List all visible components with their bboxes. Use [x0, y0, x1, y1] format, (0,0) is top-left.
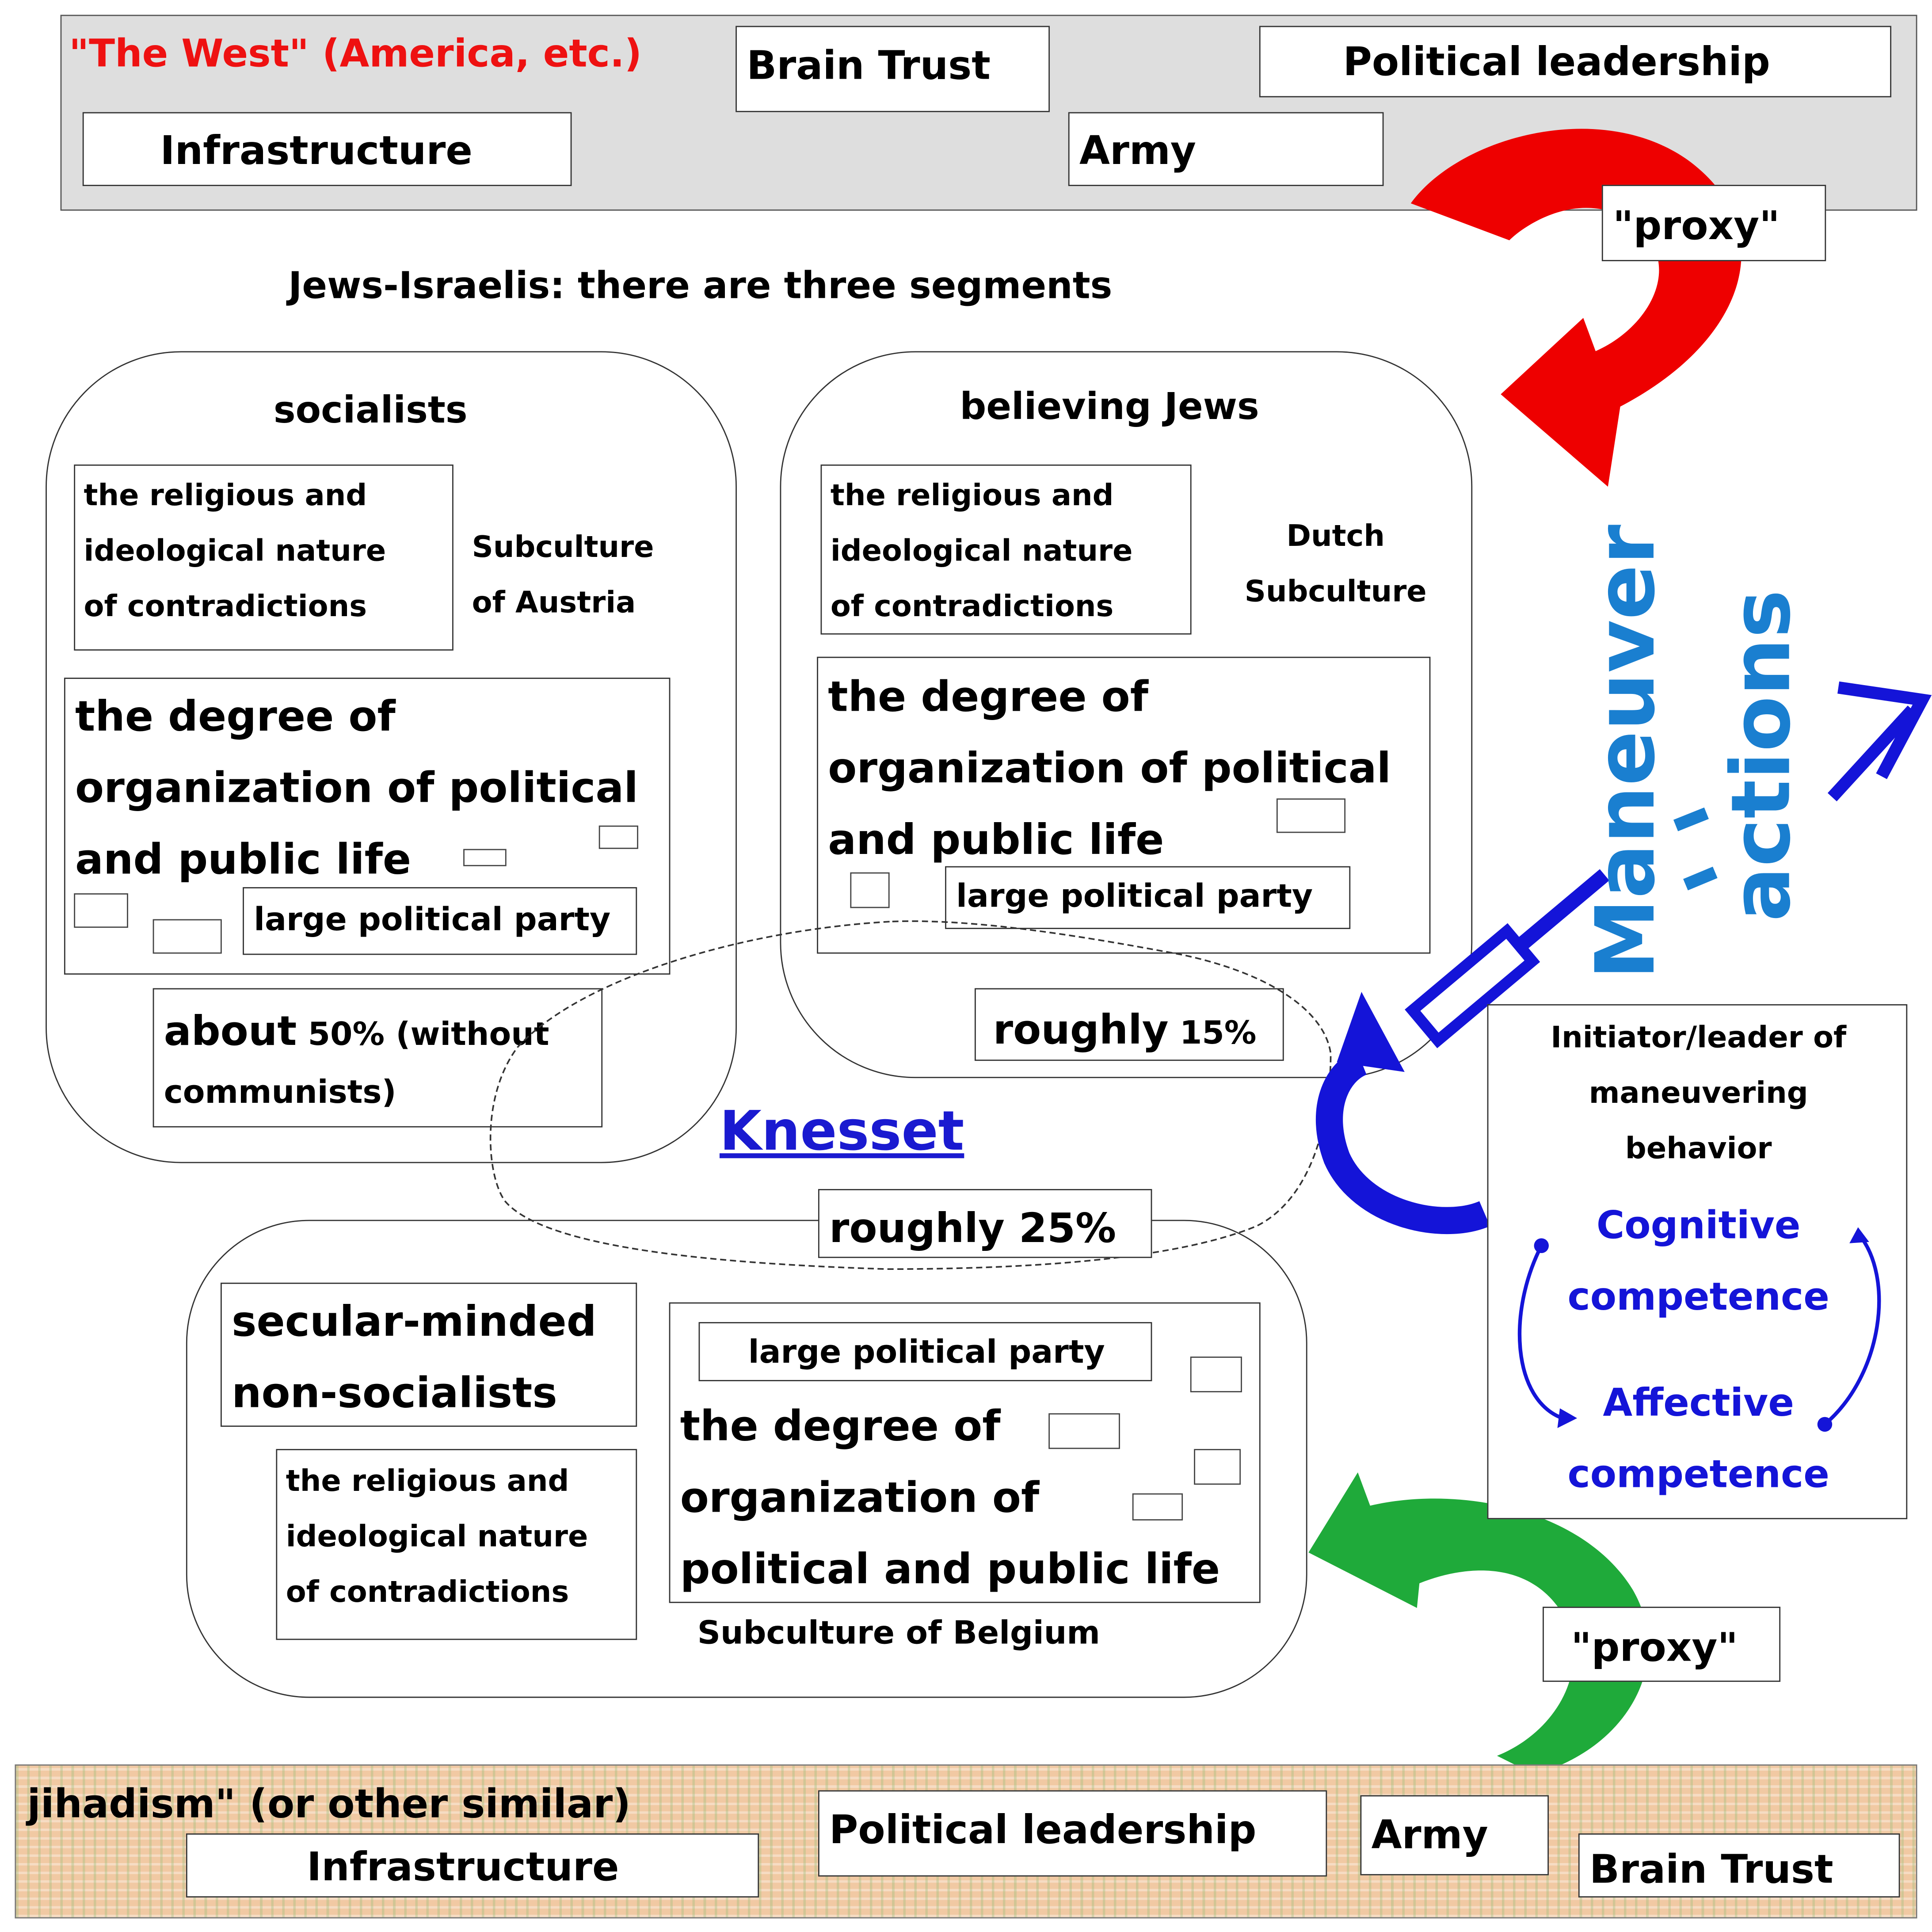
west-brain-trust-label: Brain Trust [747, 42, 991, 89]
blue-bar-icon [1405, 869, 1609, 1048]
segments-heading: Jews-Israelis: there are three segments [288, 265, 1113, 308]
secular-unit-box [1048, 1413, 1120, 1449]
red-proxy-arrow [1410, 129, 1741, 487]
segment-socialists [46, 351, 737, 1163]
socialists-share-rest: 50% (without [297, 1016, 549, 1054]
socialists-subculture: Subculture of Austria [472, 530, 654, 620]
competence-cycle-dot [1817, 1417, 1833, 1432]
actions-arrow-shaft [1827, 705, 1917, 801]
initiator-box: Initiator/leader of maneuvering behavior… [1487, 1004, 1908, 1520]
socialists-share-box: about 50% (without communists) [152, 988, 603, 1128]
socialists-title: socialists [273, 389, 468, 433]
secular-unit-box [1190, 1357, 1242, 1392]
believing-degree-label: the degree of organization of political … [828, 673, 1391, 865]
socialists-unit-box [463, 849, 507, 866]
socialists-party-box: large political party [243, 887, 637, 955]
jihadism-proxy-box: "proxy" [1543, 1607, 1781, 1682]
west-army-box: Army [1068, 112, 1384, 186]
jihadism-political-leadership-label: Political leadership [829, 1806, 1257, 1853]
believing-unit-box [1276, 798, 1346, 833]
jihadism-infrastructure-box: Infrastructure [186, 1833, 759, 1898]
initiator-title: Initiator/leader of maneuvering behavior [1551, 1020, 1847, 1166]
believing-religious-box: the religious and ideological nature of … [820, 464, 1192, 635]
secular-religious-label: the religious and ideological nature of … [286, 1463, 588, 1609]
believing-share-box: roughly 15% [974, 988, 1284, 1061]
secular-unit-box [1132, 1493, 1183, 1520]
believing-share-line: roughly 15% [993, 1006, 1257, 1054]
believing-share-rest: 15% [1168, 1015, 1257, 1052]
maneuver-dash [1673, 807, 1709, 831]
west-army-label: Army [1079, 127, 1197, 174]
believing-share-bold: roughly [993, 1005, 1169, 1054]
socialists-share-line1: about 50% (without [164, 1006, 549, 1055]
west-infrastructure-label: Infrastructure [160, 127, 473, 174]
competence-cycle-dot [1534, 1238, 1549, 1253]
affective-competence: Affective competence [1567, 1381, 1829, 1497]
west-brain-trust-box: Brain Trust [735, 26, 1050, 112]
knesset-label: Knesset [719, 1100, 964, 1163]
secular-share-box: roughly 25% [818, 1189, 1152, 1258]
west-proxy-label: "proxy" [1612, 202, 1780, 249]
west-political-leadership-box: Political leadership [1259, 26, 1891, 98]
socialists-unit-box [598, 825, 638, 849]
maneuver-dash [1683, 866, 1718, 891]
socialists-unit-box [74, 893, 128, 928]
jihadism-proxy-label: "proxy" [1571, 1624, 1738, 1671]
west-infrastructure-box: Infrastructure [82, 112, 572, 186]
actions-arrowhead [1837, 681, 1932, 779]
maneuver-label: Maneuver [1578, 525, 1673, 980]
secular-degree-label: the degree of organization of political … [680, 1402, 1220, 1595]
cognitive-competence: Cognitive competence [1567, 1204, 1829, 1320]
jihadism-brain-trust-box: Brain Trust [1578, 1833, 1900, 1898]
jihadism-title: jihadism" (or other similar) [27, 1780, 631, 1828]
socialists-unit-box [152, 919, 222, 954]
believing-party-box: large political party [945, 866, 1351, 929]
socialists-religious-box: the religious and ideological nature of … [74, 464, 453, 651]
green-proxy-arrow [1308, 1472, 1649, 1775]
secular-party-label: large political party [748, 1334, 1105, 1372]
secular-title-box: secular-minded non-socialists [220, 1282, 637, 1427]
secular-unit-box [1194, 1449, 1241, 1485]
competence-cycle-arrowhead [1557, 1408, 1578, 1428]
west-title: "The West" (America, etc.) [69, 32, 642, 76]
blue-cycle-arrow [1315, 1049, 1490, 1235]
socialists-party-label: large political party [254, 902, 611, 939]
segment-secular [186, 1219, 1307, 1698]
actions-label: actions [1714, 590, 1809, 922]
secular-subculture: Subculture of Belgium [697, 1615, 1100, 1653]
jihadism-army-label: Army [1371, 1811, 1488, 1858]
socialists-share-line2: communists) [164, 1074, 396, 1112]
competence-cycle [1517, 1227, 1881, 1432]
secular-religious-box: the religious and ideological nature of … [276, 1449, 637, 1640]
west-proxy-box: "proxy" [1601, 185, 1826, 261]
competence-cycle-right-arrow [1823, 1232, 1881, 1426]
jihadism-brain-trust-label: Brain Trust [1589, 1845, 1833, 1893]
west-political-leadership-label: Political leadership [1343, 38, 1770, 85]
secular-share-label: roughly 25% [829, 1204, 1117, 1252]
secular-title: secular-minded non-socialists [232, 1297, 597, 1418]
segment-believing-jews [780, 351, 1473, 1078]
secular-party-box: large political party [698, 1322, 1152, 1381]
blue-cycle-arrowhead [1337, 992, 1405, 1072]
believing-unit-box [850, 872, 890, 908]
knesset-outline [489, 920, 1332, 1270]
socialists-religious-label: the religious and ideological nature of … [84, 478, 386, 624]
jihadism-army-box: Army [1360, 1795, 1549, 1875]
jihadism-political-leadership-box: Political leadership [818, 1790, 1327, 1877]
believing-subculture: Dutch Subculture [1244, 518, 1427, 609]
believing-title: believing Jews [960, 385, 1259, 429]
competence-cycle-arrowhead [1849, 1227, 1869, 1243]
believing-party-label: large political party [956, 878, 1313, 916]
socialists-share-bold: about [164, 1006, 297, 1055]
competence-cycle-left-arrow [1517, 1245, 1563, 1420]
believing-religious-label: the religious and ideological nature of … [830, 478, 1133, 624]
jihadism-infrastructure-label: Infrastructure [307, 1843, 619, 1890]
socialists-degree-label: the degree of organization of political … [75, 692, 638, 885]
